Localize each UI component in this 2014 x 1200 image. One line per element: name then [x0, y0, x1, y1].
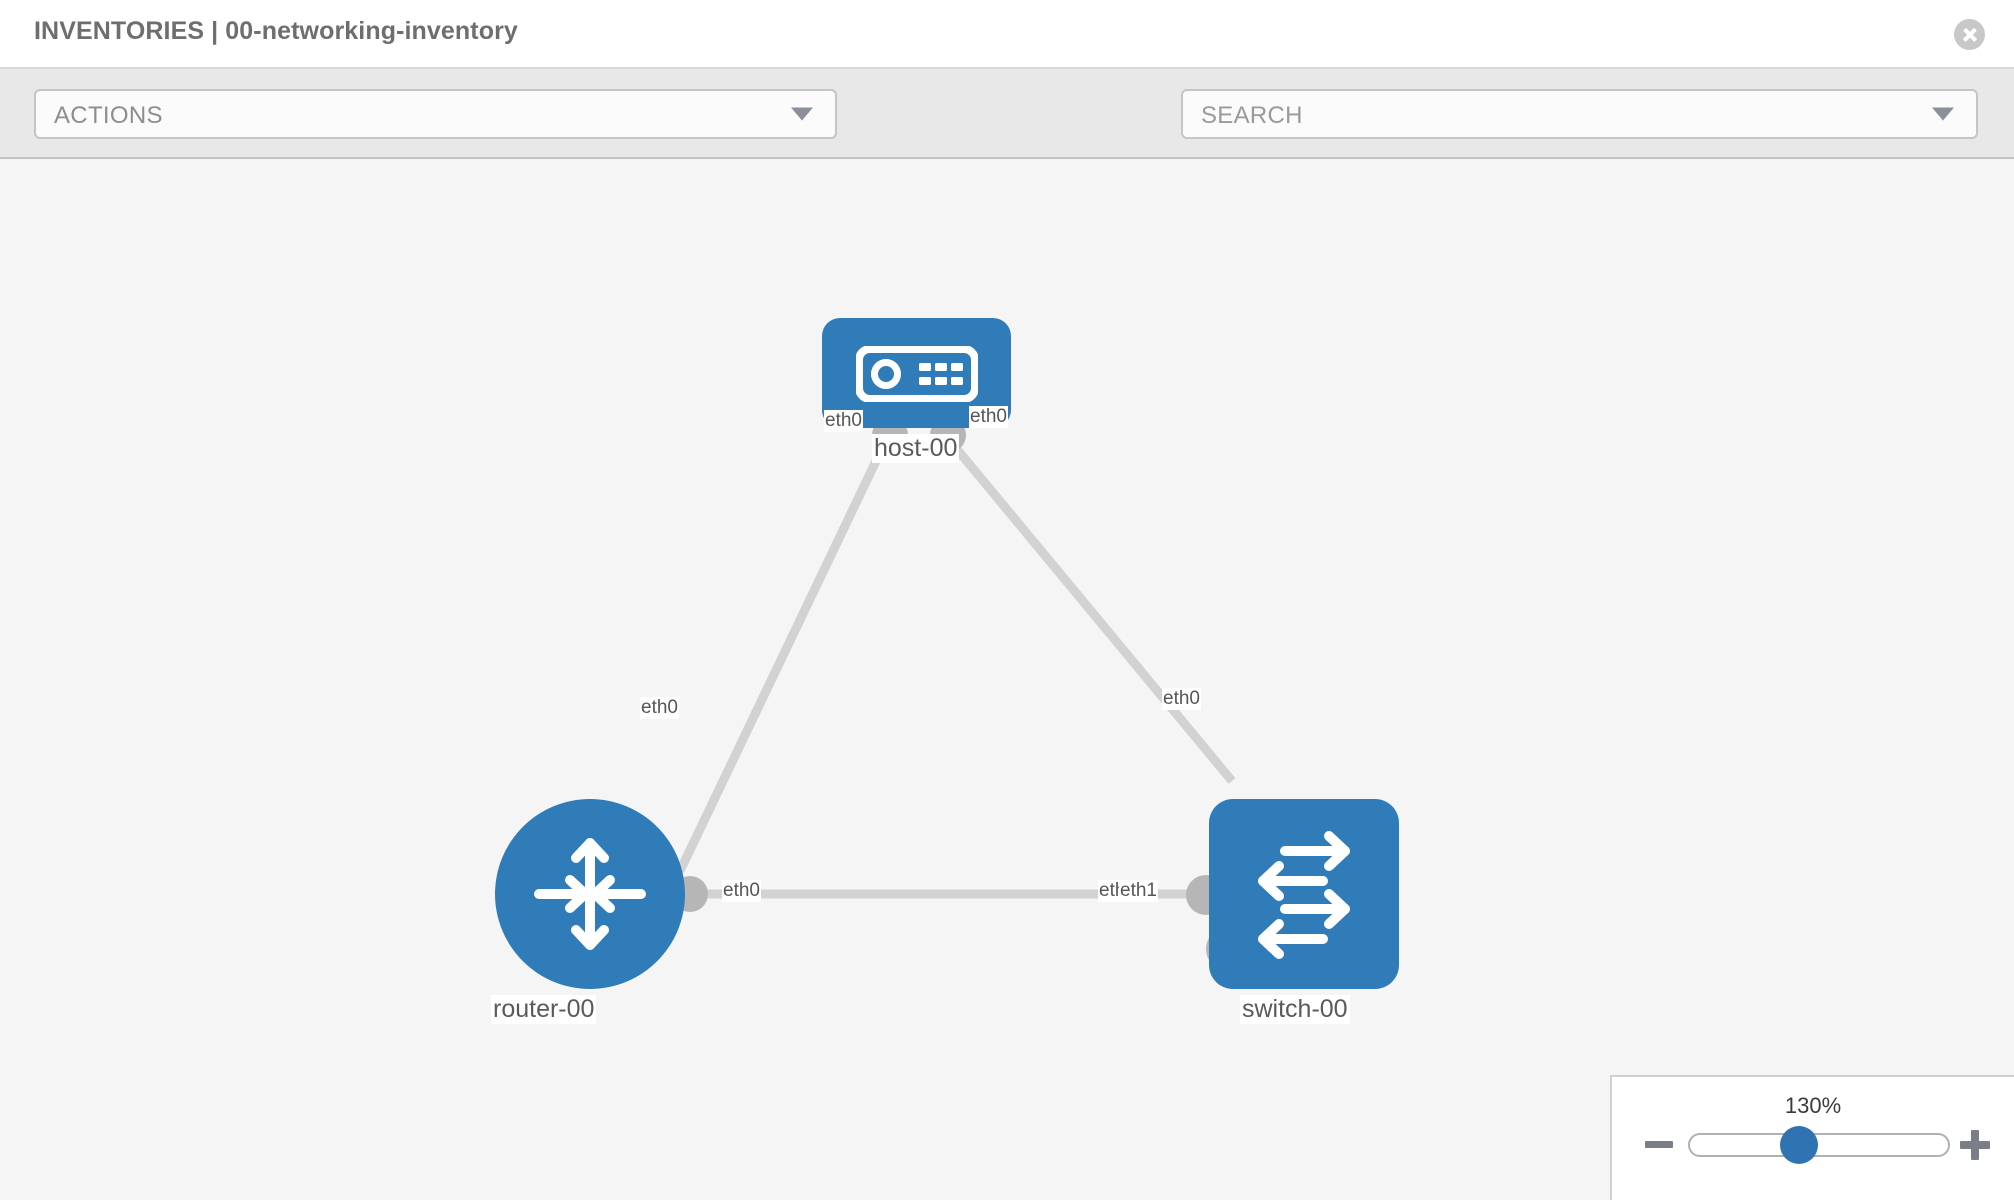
edge-label-router-switch-near-router: eth0 [722, 880, 761, 902]
search-placeholder: SEARCH [1201, 102, 1303, 129]
zoom-out-button[interactable] [1644, 1128, 1678, 1162]
zoom-level-value: 130% [1784, 1093, 1842, 1118]
close-icon[interactable] [1954, 19, 1985, 50]
topology-canvas[interactable]: host-00 router-00 [0, 161, 2014, 1200]
window-header: INVENTORIES | 00-networking-inventory [0, 0, 2014, 69]
page-title: INVENTORIES | 00-networking-inventory [34, 17, 518, 45]
switch-arrows-icon [1258, 831, 1350, 959]
chevron-down-icon [1932, 107, 1954, 121]
toolbar: ACTIONS SEARCH [0, 69, 2014, 200]
node-switch-00-shape [1209, 799, 1399, 989]
topology-links [675, 433, 1236, 899]
node-router-00-label: router-00 [491, 995, 597, 1024]
edge-label-router-switch-near-switch: eth1 [1119, 880, 1158, 902]
zoom-control[interactable]: 130% [1610, 1075, 2014, 1200]
server-device-icon [856, 346, 978, 402]
actions-dropdown[interactable]: ACTIONS [34, 89, 837, 139]
edge-label-host-router-near-router: eth0 [640, 697, 679, 719]
router-arrows-icon [534, 838, 646, 950]
edge-label-host-router-near-host: eth0 [824, 410, 863, 432]
chevron-down-icon [791, 107, 813, 121]
zoom-slider-thumb[interactable] [1780, 1126, 1818, 1164]
edge-label-host-switch-near-switch: eth0 [1162, 688, 1201, 710]
node-switch-00-label: switch-00 [1240, 995, 1350, 1024]
actions-dropdown-label: ACTIONS [54, 102, 163, 129]
zoom-in-button[interactable] [1958, 1128, 1992, 1162]
search-input[interactable]: SEARCH [1181, 89, 1978, 139]
edge-label-host-switch-near-host: eth0 [969, 406, 1008, 428]
zoom-slider-track[interactable] [1688, 1133, 1950, 1157]
node-host-00-label: host-00 [872, 434, 960, 463]
